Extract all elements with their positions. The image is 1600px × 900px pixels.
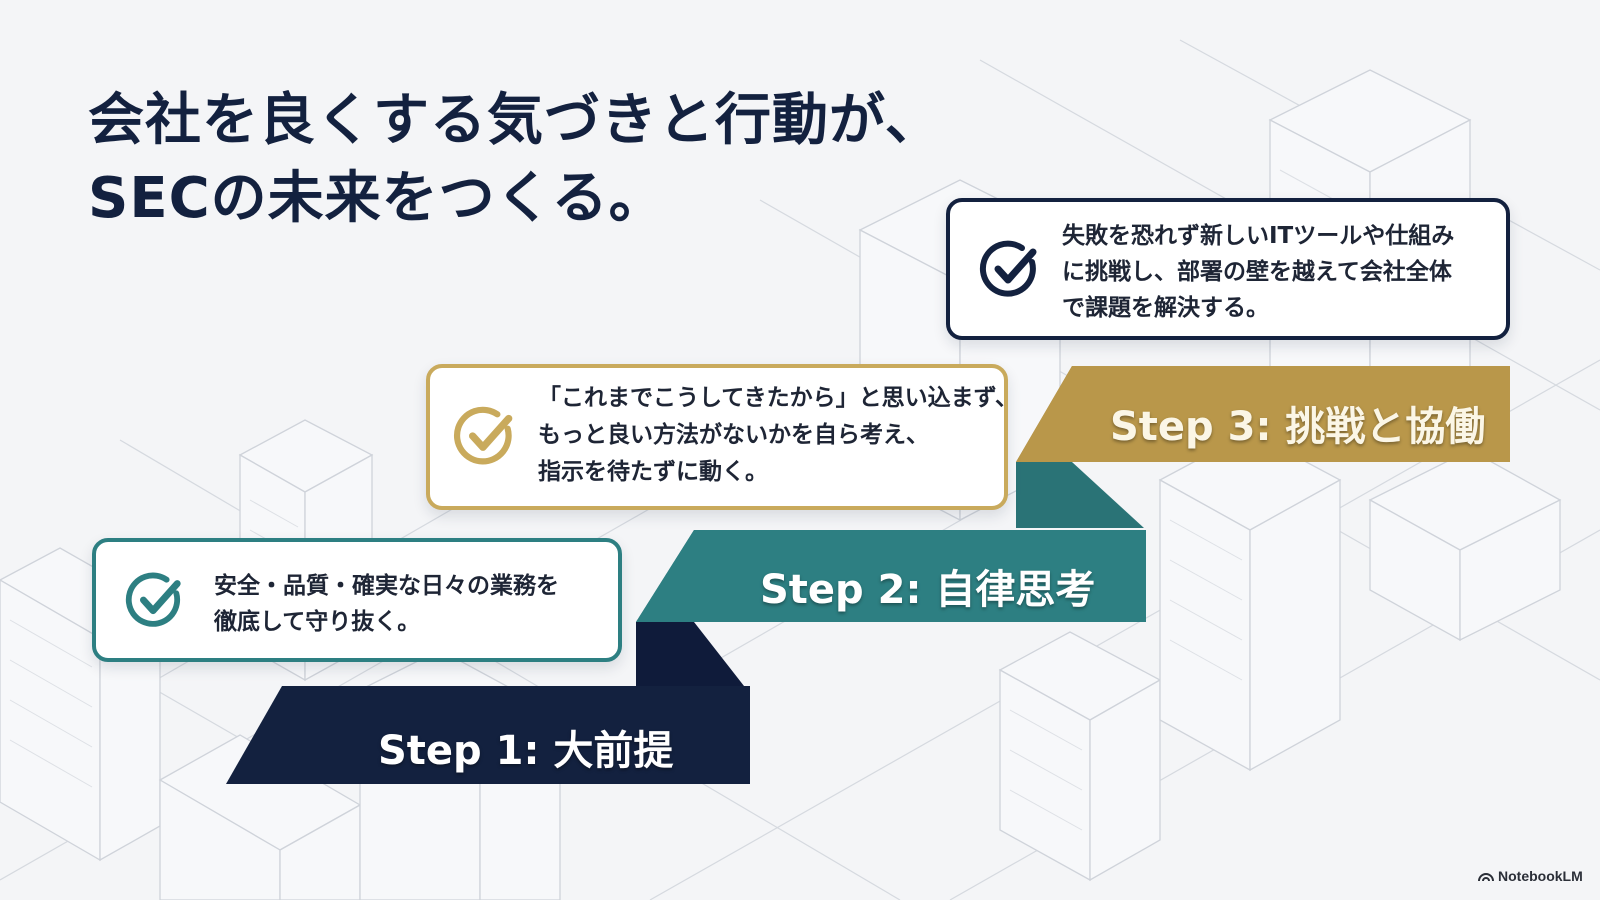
brand-name: NotebookLM (1498, 868, 1583, 884)
step-2-riser (636, 622, 744, 686)
step-1-description: 安全・品質・確実な日々の業務を 徹底して守り抜く。 (214, 568, 559, 640)
step-1-card: 安全・品質・確実な日々の業務を 徹底して守り抜く。 (92, 538, 622, 662)
check-circle-icon (454, 406, 513, 465)
check-circle-icon (979, 240, 1037, 297)
step-3-card: 失敗を恐れず新しいITツールや仕組み に挑戦し、部署の壁を越えて会社全体 で課題… (946, 198, 1510, 340)
step-3-label: Step 3: 挑戦と協働 (1110, 404, 1486, 450)
step-2-description-line: もっと良い方法がないかを自ら考え、 (538, 422, 929, 448)
step-1-band (226, 686, 750, 784)
step-3-description-line: に挑戦し、部署の壁を越えて会社全体 (1062, 259, 1452, 285)
step-3-riser (1016, 462, 1144, 528)
check-circle-icon (125, 572, 181, 627)
step-2-description: 「これまでこうしてきたから」と思い込まず、 もっと良い方法がないかを自ら考え、 … (538, 380, 1018, 491)
step-1-description-line: 安全・品質・確実な日々の業務を (214, 573, 559, 599)
notebooklm-logo-icon (1478, 873, 1494, 882)
page-title: 会社を良くする気づきと行動が、 SECの未来をつくる。 (88, 82, 988, 238)
step-2-band (636, 530, 1146, 622)
step-2-description-line: 「これまでこうしてきたから」と思い込まず、 (538, 385, 1019, 411)
step-3-band (1016, 366, 1510, 462)
step-2-card: 「これまでこうしてきたから」と思い込まず、 もっと良い方法がないかを自ら考え、 … (426, 364, 1018, 510)
step-3-description: 失敗を恐れず新しいITツールや仕組み に挑戦し、部署の壁を越えて会社全体 で課題… (1062, 218, 1454, 326)
notebooklm-watermark: NotebookLM (1478, 868, 1583, 884)
step-2-description-line: 指示を待たずに動く。 (538, 459, 768, 485)
step-1-label: Step 1: 大前提 (378, 728, 674, 774)
step-3-description-line: で課題を解決する。 (1062, 295, 1269, 321)
step-3-description-line: 失敗を恐れず新しいITツールや仕組み (1062, 223, 1455, 249)
step-1-description-line: 徹底して守り抜く。 (214, 609, 421, 635)
step-2-label: Step 2: 自律思考 (760, 567, 1096, 613)
page-title-line-1: 会社を良くする気づきと行動が、 (88, 88, 942, 153)
page-title-line-2: SECの未来をつくる。 (88, 166, 666, 231)
